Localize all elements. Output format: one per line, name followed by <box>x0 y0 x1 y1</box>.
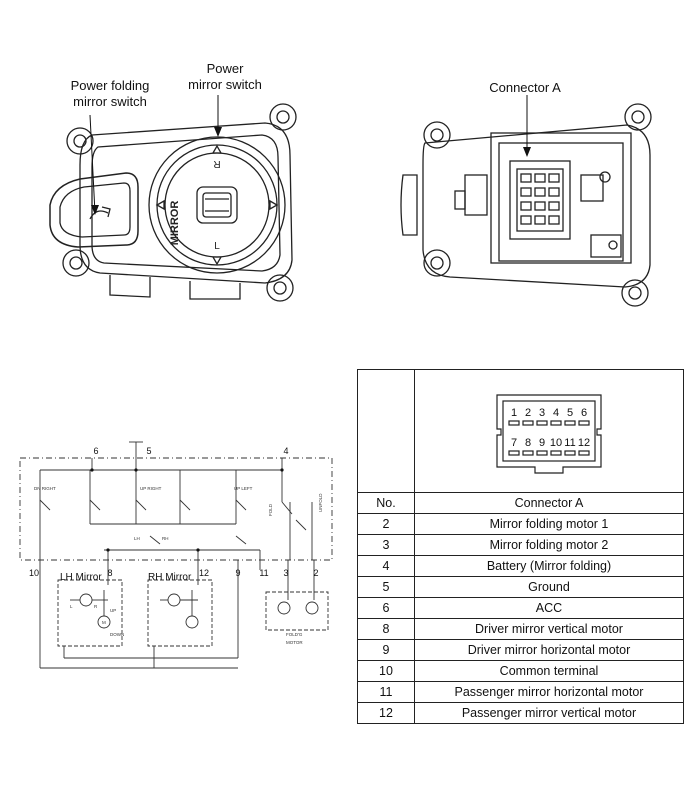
connector-image-row: 1 2 3 4 5 6 7 8 9 10 11 12 <box>357 369 684 493</box>
label-foldg: FOLD'G <box>286 632 303 637</box>
pin-number: 6 <box>357 597 415 619</box>
connector-pin-12: 12 <box>578 437 590 449</box>
label-rh: RH <box>162 536 169 541</box>
label-m: M <box>102 620 106 625</box>
pin-function: Passenger mirror horizontal motor <box>414 681 684 703</box>
circuit-schematic: 6 5 4 10 8 12 9 11 3 2 LH Mirror RH Mirr… <box>19 441 333 669</box>
label-fold: FOLD <box>268 503 273 516</box>
connector-pin-5: 5 <box>567 407 573 419</box>
bottom-pin-2: 2 <box>313 568 318 578</box>
pin-number: 3 <box>357 534 415 556</box>
power-folding-switch-label: Power folding mirror switch <box>50 78 170 110</box>
power-mirror-switch-label: Power mirror switch <box>170 61 280 93</box>
knob-l-mark: L <box>214 241 220 252</box>
pin-number: 5 <box>357 576 415 598</box>
bottom-pin-10: 10 <box>29 568 39 578</box>
pin-function: Driver mirror horizontal motor <box>414 639 684 661</box>
connector-a-label: Connector A <box>489 80 561 95</box>
knob-r-mark: R <box>213 158 220 169</box>
label-down: DOWN <box>110 632 124 637</box>
label-r: R <box>94 604 98 609</box>
pin-number: 12 <box>357 702 415 724</box>
connector-pin-10: 10 <box>550 437 562 449</box>
switch-front-illustration: MIRROR L R <box>49 95 297 302</box>
label-lh: LH <box>134 536 140 541</box>
label-dn-right: DN RIGHT <box>34 486 56 491</box>
label-unfold: UNFOLD <box>318 493 323 512</box>
top-pin-5: 5 <box>146 446 151 456</box>
pin-number: 2 <box>357 513 415 535</box>
connector-pin-3: 3 <box>539 407 545 419</box>
connector-pin-11: 11 <box>564 437 575 449</box>
power-folding-label-line2: mirror switch <box>73 94 147 109</box>
pin-function: Driver mirror vertical motor <box>414 618 684 640</box>
bottom-pin-3: 3 <box>283 568 288 578</box>
connector-pin-4: 4 <box>553 407 559 419</box>
mirror-knob-text: MIRROR <box>169 201 181 246</box>
pin-function: Ground <box>414 576 684 598</box>
header-connector: Connector A <box>414 492 684 514</box>
label-up-left: UP LEFT <box>234 486 253 491</box>
pin-function: Common terminal <box>414 660 684 682</box>
connector-pin-7: 7 <box>511 437 517 449</box>
connector-face-cell: 1 2 3 4 5 6 7 8 9 10 11 12 <box>414 369 684 493</box>
label-up: UP <box>110 608 116 613</box>
table-header-row: No. Connector A <box>357 492 684 514</box>
connector-pin-6: 6 <box>581 407 587 419</box>
pin-function: Mirror folding motor 1 <box>414 513 684 535</box>
connector-pin-1: 1 <box>511 407 517 419</box>
power-mirror-label-line2: mirror switch <box>188 77 262 92</box>
pin-function: Mirror folding motor 2 <box>414 534 684 556</box>
bottom-pin-12: 12 <box>199 568 209 578</box>
connector-image-blank-cell <box>357 369 415 493</box>
pin-function: Battery (Mirror folding) <box>414 555 684 577</box>
bottom-pin-8: 8 <box>107 568 112 578</box>
top-pin-4: 4 <box>283 446 288 456</box>
power-folding-label-line1: Power folding <box>70 78 150 93</box>
pin-number: 4 <box>357 555 415 577</box>
pin-number: 10 <box>357 660 415 682</box>
bottom-pin-9: 9 <box>235 568 240 578</box>
lh-mirror-label: LH Mirror <box>60 572 102 583</box>
switch-rear-illustration <box>400 95 652 307</box>
bottom-pin-11: 11 <box>259 568 268 578</box>
pin-function: ACC <box>414 597 684 619</box>
pin-function: Passenger mirror vertical motor <box>414 702 684 724</box>
power-mirror-label-line1: Power <box>206 61 244 76</box>
connector-face-diagram: 1 2 3 4 5 6 7 8 9 10 11 12 <box>496 393 602 474</box>
label-up-right: UP RIGHT <box>140 486 162 491</box>
pin-number: 8 <box>357 618 415 640</box>
connector-pin-9: 9 <box>539 437 545 449</box>
connector-pin-table: 1 2 3 4 5 6 7 8 9 10 11 12 No. Connector… <box>357 369 684 724</box>
label-motor: MOTOR <box>286 640 303 645</box>
top-pin-6: 6 <box>93 446 98 456</box>
pin-number: 11 <box>357 681 415 703</box>
connector-pin-8: 8 <box>525 437 531 449</box>
label-l: L <box>70 604 73 609</box>
header-no: No. <box>357 492 415 514</box>
connector-pin-2: 2 <box>525 407 531 419</box>
rh-mirror-label: RH Mirror <box>148 572 192 583</box>
pin-number: 9 <box>357 639 415 661</box>
